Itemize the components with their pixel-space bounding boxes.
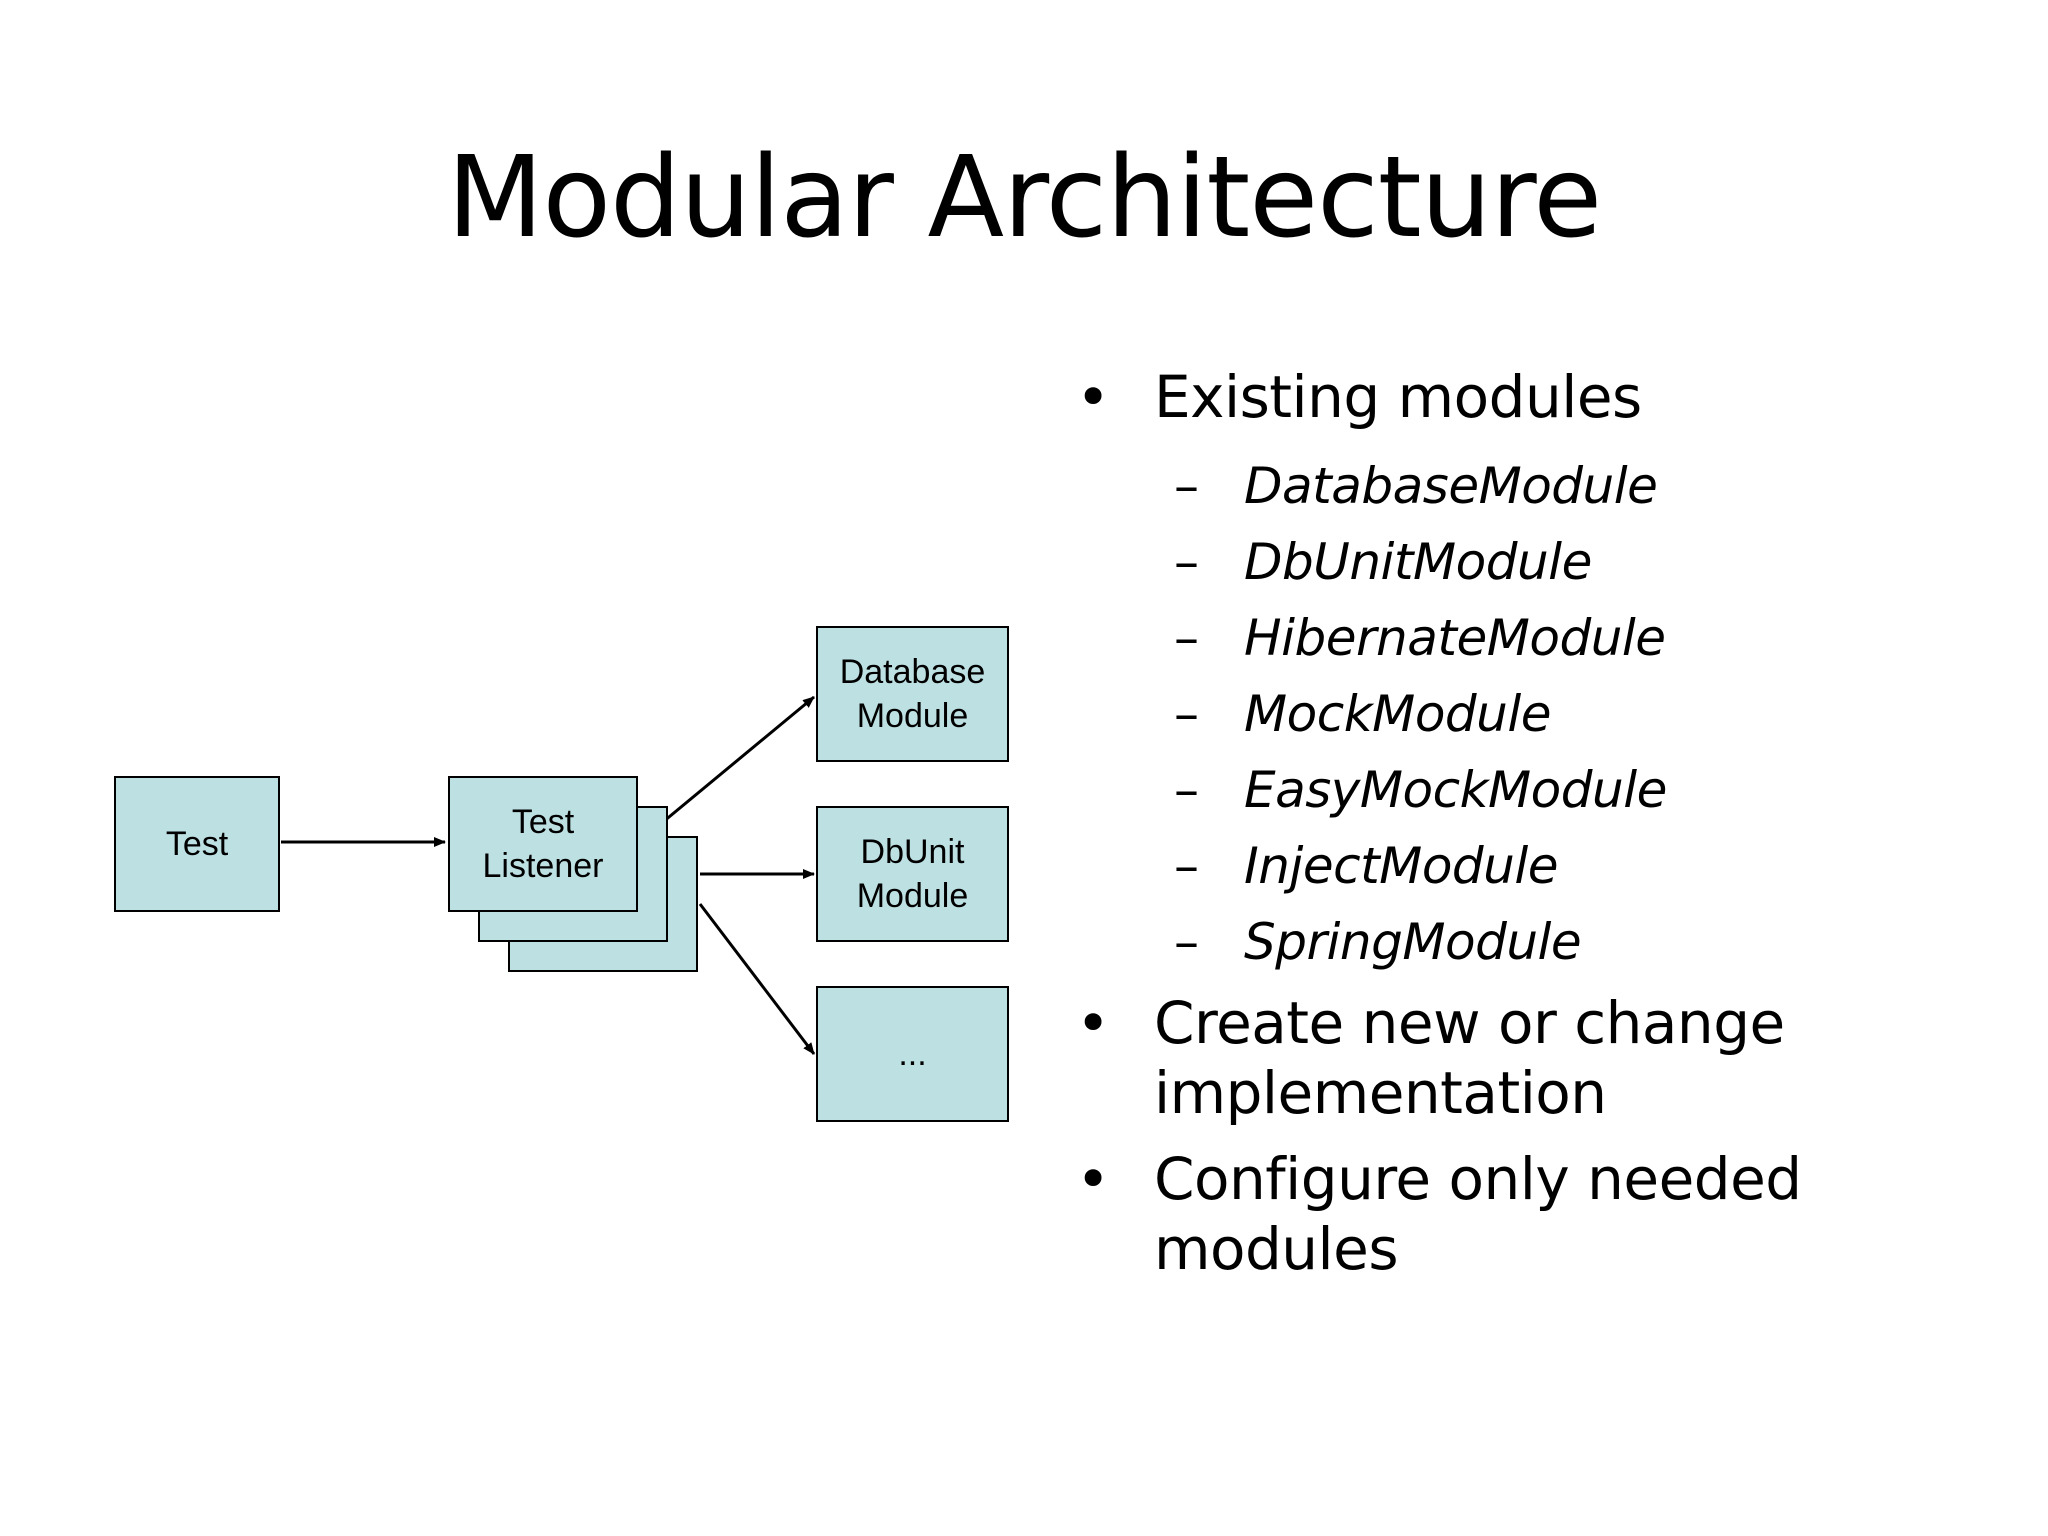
slide-title: Modular Architecture xyxy=(446,133,1602,263)
list-item-mockmodule: – MockModule xyxy=(1068,676,1968,752)
list-item-easymockmodule: – EasyMockModule xyxy=(1068,752,1968,828)
bullet-create-new: • Create new or change implementation xyxy=(1068,988,1968,1128)
module-name: SpringModule xyxy=(1244,913,1582,971)
database-module-box: Database Module xyxy=(816,626,1009,762)
module-name: EasyMockModule xyxy=(1244,761,1667,819)
arrow-listener-to-database xyxy=(639,695,815,843)
list-item-dbunitmodule: – DbUnitModule xyxy=(1068,524,1968,600)
list-item-databasemodule: – DatabaseModule xyxy=(1068,448,1968,524)
bullet-existing-text: Existing modules xyxy=(1154,363,1642,431)
dash-icon: – xyxy=(1174,533,1199,591)
module-name: InjectModule xyxy=(1244,837,1559,895)
list-item-springmodule: – SpringModule xyxy=(1068,904,1968,980)
bullet-dot-icon: • xyxy=(1076,989,1110,1057)
module-name: MockModule xyxy=(1244,685,1552,743)
content-bullets: • Existing modules – DatabaseModule – Db… xyxy=(1068,362,1968,1300)
test-box: Test xyxy=(114,776,280,912)
bullet-dot-icon: • xyxy=(1076,363,1110,431)
test-listener-box: Test Listener xyxy=(448,776,638,912)
module-name: DbUnitModule xyxy=(1244,533,1592,591)
architecture-diagram: Test Listener Test Database Module DbUni… xyxy=(114,626,1009,1122)
dbunit-module-box: DbUnit Module xyxy=(816,806,1009,942)
bullet-existing-modules: • Existing modules xyxy=(1068,362,1968,432)
dash-icon: – xyxy=(1174,913,1199,971)
bullet-dot-icon: • xyxy=(1076,1145,1110,1213)
more-modules-box: ... xyxy=(816,986,1009,1122)
list-item-injectmodule: – InjectModule xyxy=(1068,828,1968,904)
dash-icon: – xyxy=(1174,609,1199,667)
module-name: DatabaseModule xyxy=(1244,457,1658,515)
dash-icon: – xyxy=(1174,685,1199,743)
module-name: HibernateModule xyxy=(1244,609,1666,667)
dash-icon: – xyxy=(1174,761,1199,819)
dash-icon: – xyxy=(1174,457,1199,515)
diagram-arrows xyxy=(281,695,816,1055)
existing-modules-list: – DatabaseModule – DbUnitModule – Hibern… xyxy=(1068,448,1968,980)
bullet-create-text: Create new or change implementation xyxy=(1154,989,1785,1127)
arrow-listener-to-more xyxy=(698,903,816,1055)
bullet-configure-text: Configure only needed modules xyxy=(1154,1145,1802,1283)
list-item-hibernatemodule: – HibernateModule xyxy=(1068,600,1968,676)
bullet-configure: • Configure only needed modules xyxy=(1068,1144,1968,1284)
dash-icon: – xyxy=(1174,837,1199,895)
